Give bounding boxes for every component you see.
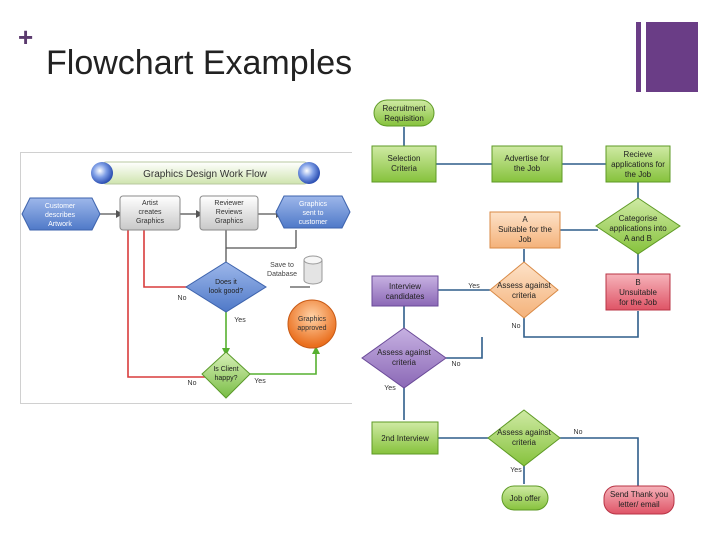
- svg-text:customer: customer: [299, 219, 328, 226]
- title-plus-mark: +: [18, 22, 34, 52]
- node-reviewer-reviews-graphics: Reviewer Reviews Graphics: [199, 195, 259, 231]
- svg-text:Does it: Does it: [215, 279, 237, 286]
- label-no-look: No: [178, 295, 187, 302]
- node-graphics-approved: Graphics approved: [287, 299, 337, 349]
- node-a-suitable-for-the-job: A Suitable for the Job: [489, 211, 561, 249]
- node-selection-criteria: Selection Criteria: [371, 145, 437, 183]
- svg-text:Graphics: Graphics: [299, 201, 328, 208]
- svg-text:Graphics: Graphics: [298, 316, 327, 323]
- node-save-to-database: Save to Database: [267, 255, 323, 285]
- svg-text:candidates: candidates: [386, 292, 425, 301]
- node-artist-creates-graphics: Artist creates Graphics: [119, 195, 181, 231]
- svg-text:Requisition: Requisition: [384, 114, 424, 123]
- label-yes-look: Yes: [234, 317, 246, 324]
- workflow-header-text: Graphics Design Work Flow: [143, 169, 268, 180]
- svg-text:Is Client: Is Client: [213, 366, 238, 373]
- node-b-unsuitable-for-the-job: B Unsuitable for the Job: [605, 273, 671, 311]
- label-no-assess2: No: [452, 361, 461, 368]
- svg-text:Send Thank you: Send Thank you: [610, 490, 668, 499]
- node-customer-describes-artwork: Customer describes Artwork: [21, 197, 101, 231]
- svg-text:Suitable for the: Suitable for the: [498, 225, 552, 234]
- database-cylinder-icon: [303, 260, 323, 285]
- svg-text:criteria: criteria: [392, 358, 417, 367]
- svg-text:A: A: [522, 215, 528, 224]
- svg-text:approved: approved: [297, 325, 326, 332]
- node-is-client-happy: Is Client happy?: [201, 351, 251, 399]
- node-interview-candidates: Interview candidates: [371, 275, 439, 307]
- svg-text:for the Job: for the Job: [619, 298, 657, 307]
- svg-text:2nd Interview: 2nd Interview: [381, 434, 429, 443]
- svg-text:the Job: the Job: [514, 164, 541, 173]
- svg-text:sent to: sent to: [302, 210, 323, 217]
- recruitment-process-chart: Recruitment Requisition Selection Criter…: [352, 94, 698, 530]
- svg-text:B: B: [635, 278, 640, 287]
- node-recieve-applications: Recieve applications for the Job: [605, 145, 671, 183]
- node-assess-against-criteria-1: Assess against criteria: [489, 261, 559, 319]
- decor-bar-thick: [646, 22, 698, 92]
- decor-bar-thin: [636, 22, 641, 92]
- label-yes-happy: Yes: [254, 378, 266, 385]
- svg-text:criteria: criteria: [512, 438, 537, 447]
- svg-text:applications for: applications for: [611, 160, 665, 169]
- svg-text:creates: creates: [139, 209, 162, 216]
- svg-text:Advertise for: Advertise for: [505, 154, 550, 163]
- svg-text:Unsuitable: Unsuitable: [619, 288, 657, 297]
- svg-text:Selection: Selection: [388, 154, 421, 163]
- label-yes-assess1: Yes: [468, 283, 480, 290]
- svg-text:Graphics: Graphics: [136, 218, 165, 225]
- header-left-ball: [91, 162, 113, 184]
- node-does-it-look-good: Does it look good?: [185, 261, 267, 313]
- svg-text:Assess against: Assess against: [497, 428, 552, 437]
- svg-text:Customer: Customer: [45, 203, 76, 210]
- svg-text:Database: Database: [267, 271, 297, 278]
- label-yes-assess2: Yes: [384, 385, 396, 392]
- svg-text:Assess against: Assess against: [497, 281, 552, 290]
- svg-text:describes: describes: [45, 212, 75, 219]
- header-right-ball: [298, 162, 320, 184]
- svg-text:Artist: Artist: [142, 200, 158, 207]
- label-no-assess1: No: [512, 323, 521, 330]
- node-assess-against-criteria-3: Assess against criteria: [487, 409, 561, 467]
- label-no-assess3: No: [574, 429, 583, 436]
- svg-text:Recruitment: Recruitment: [382, 104, 426, 113]
- label-no-happy: No: [188, 380, 197, 387]
- svg-text:Save to: Save to: [270, 262, 294, 269]
- svg-text:Categorise: Categorise: [619, 214, 658, 223]
- svg-text:Assess against: Assess against: [377, 348, 432, 357]
- svg-text:Recieve: Recieve: [624, 150, 653, 159]
- label-yes-assess3: Yes: [510, 467, 522, 474]
- node-recruitment-requisition: Recruitment Requisition: [373, 99, 435, 127]
- node-assess-against-criteria-2: Assess against criteria: [361, 327, 447, 389]
- svg-text:A and B: A and B: [624, 234, 652, 243]
- svg-text:applications into: applications into: [609, 224, 667, 233]
- svg-text:the Job: the Job: [625, 170, 652, 179]
- svg-text:look good?: look good?: [209, 288, 243, 295]
- svg-text:Reviews: Reviews: [216, 209, 243, 216]
- node-job-offer: Job offer: [501, 485, 549, 511]
- node-send-thank-you-letter: Send Thank you letter/ email: [603, 485, 675, 515]
- node-advertise-for-the-job: Advertise for the Job: [491, 145, 563, 183]
- svg-text:letter/ email: letter/ email: [618, 500, 660, 509]
- node-categorise-applications: Categorise applications into A and B: [595, 197, 681, 255]
- svg-text:Job: Job: [519, 235, 532, 244]
- slide-title: Flowchart Examples: [46, 44, 353, 82]
- node-2nd-interview: 2nd Interview: [371, 421, 439, 455]
- graphics-workflow-chart: Graphics Design Work Flow Customer descr…: [20, 152, 360, 404]
- node-graphics-sent-to-customer: Graphics sent to customer: [275, 195, 351, 229]
- svg-text:Interview: Interview: [389, 282, 421, 291]
- svg-text:criteria: criteria: [512, 291, 537, 300]
- svg-text:Reviewer: Reviewer: [214, 200, 244, 207]
- svg-text:Job offer: Job offer: [510, 494, 541, 503]
- svg-text:happy?: happy?: [215, 375, 238, 382]
- svg-text:Criteria: Criteria: [391, 164, 417, 173]
- svg-text:Artwork: Artwork: [48, 221, 72, 228]
- svg-text:Graphics: Graphics: [215, 218, 244, 225]
